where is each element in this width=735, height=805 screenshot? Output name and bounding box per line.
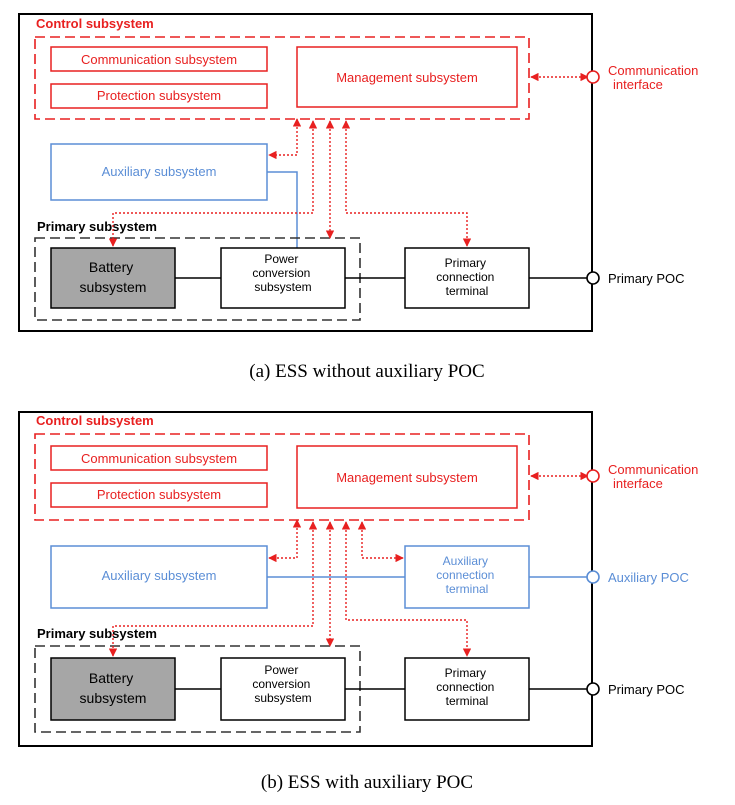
power-conversion-label: Power conversion subsystem — [252, 663, 313, 705]
management-subsystem-label: Management subsystem — [336, 470, 478, 485]
communication-subsystem-box — [50, 46, 268, 72]
mgmt-aux-link — [268, 118, 302, 160]
diagram-a: Control subsystem Communication subsyste… — [0, 0, 735, 395]
auxiliary-subsystem-label: Auxiliary subsystem — [102, 164, 217, 179]
diagram-a-svg: Control subsystem Communication subsyste… — [18, 13, 702, 382]
diagram-b-svg: Control subsystem Communication subsyste… — [18, 411, 702, 793]
aux-power-link — [267, 171, 298, 248]
battery-subsystem-box — [50, 247, 176, 309]
mgmt-terminal-link — [341, 120, 472, 247]
mgmt-aux-link — [268, 519, 302, 563]
caption-a: (a) ESS without auxiliary POC — [249, 361, 484, 382]
primary-subsystem-label: Primary subsystem — [37, 626, 157, 641]
protection-subsystem-box — [50, 83, 268, 109]
management-subsystem-box — [296, 445, 518, 509]
comm-interface-port — [586, 70, 600, 84]
primary-poc-port — [586, 271, 600, 285]
communication-subsystem-label: Communication subsystem — [81, 52, 237, 67]
primary-subsystem-label: Primary subsystem — [37, 219, 157, 234]
protection-subsystem-label: Protection subsystem — [97, 487, 221, 502]
control-subsystem-label: Control subsystem — [36, 16, 154, 31]
comm-interface-label: Communication interface — [608, 462, 702, 491]
auxiliary-poc-port — [586, 570, 600, 584]
primary-poc-label: Primary POC — [608, 682, 685, 697]
battery-subsystem-label: Battery subsystem — [80, 259, 147, 295]
primary-connection-terminal-label: Primary connection terminal — [436, 256, 497, 298]
communication-subsystem-label: Communication subsystem — [81, 451, 237, 466]
auxiliary-connection-terminal-label: Auxiliary connection terminal — [436, 554, 497, 596]
battery-subsystem-box — [50, 657, 176, 721]
control-subsystem-label: Control subsystem — [36, 413, 154, 428]
mgmt-aux-terminal-link — [357, 521, 404, 563]
comm-interface-port — [586, 469, 600, 483]
mgmt-primary-terminal-link — [341, 521, 472, 657]
protection-subsystem-box — [50, 482, 268, 508]
comm-interface-label: Communication interface — [608, 63, 702, 92]
primary-poc-port — [586, 682, 600, 696]
mgmt-battery-link — [108, 521, 318, 657]
auxiliary-poc-label: Auxiliary POC — [608, 570, 689, 585]
diagram-b: Control subsystem Communication subsyste… — [0, 402, 735, 802]
primary-connection-terminal-label: Primary connection terminal — [436, 666, 497, 708]
auxiliary-subsystem-label: Auxiliary subsystem — [102, 568, 217, 583]
primary-poc-label: Primary POC — [608, 271, 685, 286]
management-subsystem-box — [296, 46, 518, 108]
management-subsystem-label: Management subsystem — [336, 70, 478, 85]
caption-b: (b) ESS with auxiliary POC — [261, 772, 473, 793]
communication-subsystem-box — [50, 445, 268, 471]
mgmt-battery-link — [108, 120, 318, 247]
control-subsystem-box — [34, 36, 530, 120]
primary-subsystem-box — [34, 237, 361, 321]
battery-subsystem-label: Battery subsystem — [80, 670, 147, 706]
power-conversion-label: Power conversion subsystem — [252, 252, 313, 294]
protection-subsystem-label: Protection subsystem — [97, 88, 221, 103]
outer-frame — [18, 13, 593, 332]
